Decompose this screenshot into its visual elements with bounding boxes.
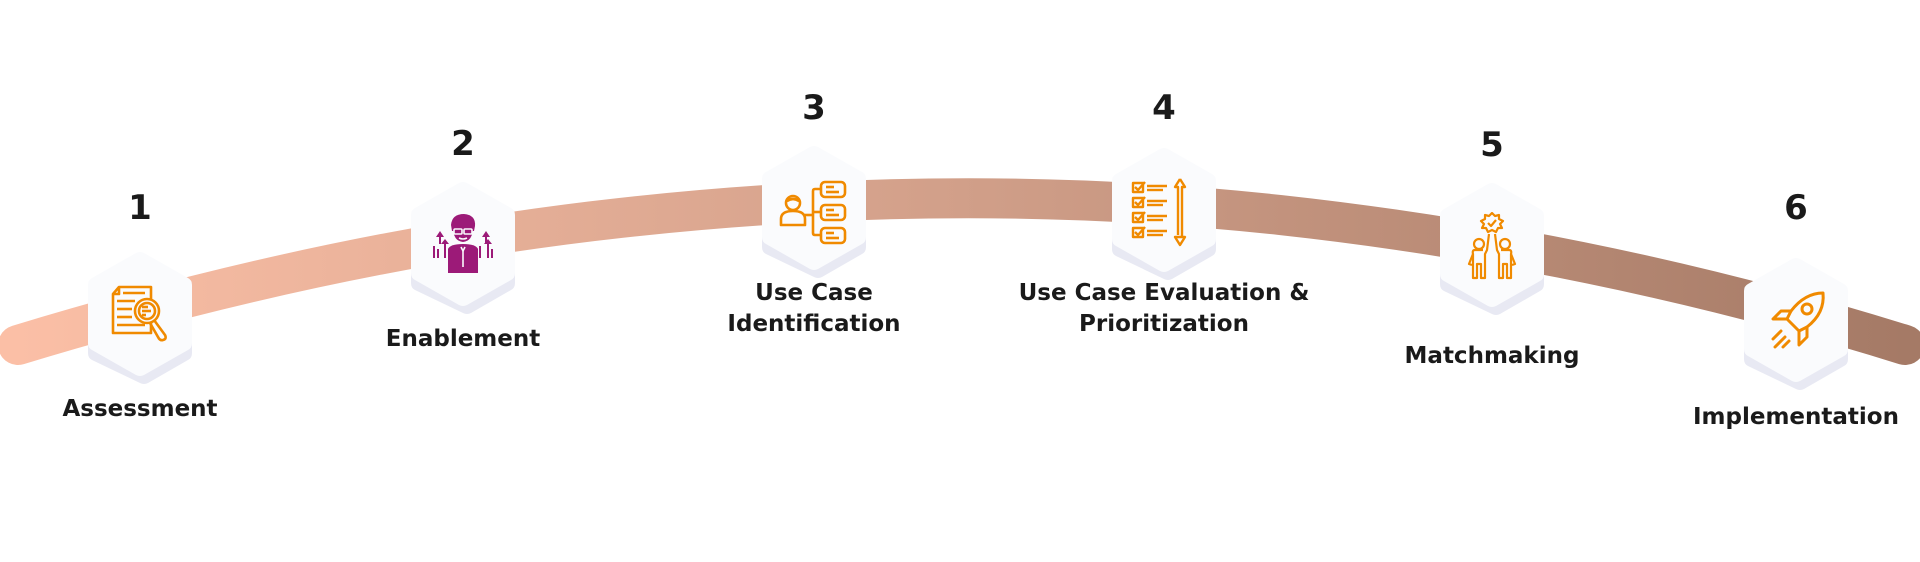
step-label: Assessment bbox=[62, 396, 218, 422]
step-label: Implementation bbox=[1693, 404, 1899, 430]
label-line: Prioritization bbox=[1079, 311, 1249, 337]
hexagon-badge bbox=[1436, 182, 1548, 315]
high-five-icon bbox=[1467, 212, 1517, 280]
hexagon-badge bbox=[1740, 257, 1852, 390]
label-line: Use Case Evaluation & bbox=[1018, 280, 1310, 306]
step-number: 3 bbox=[802, 88, 826, 128]
arc-band bbox=[0, 178, 1920, 365]
hexagon-badge bbox=[407, 181, 519, 314]
step-number: 2 bbox=[451, 124, 475, 164]
hexagon-badge bbox=[1108, 147, 1220, 280]
step-label: Enablement bbox=[385, 326, 541, 352]
growing-professional-icon bbox=[433, 214, 493, 273]
label-line: Use Case bbox=[755, 280, 873, 306]
person-hierarchy-icon bbox=[779, 180, 847, 245]
hexagon-badge bbox=[84, 251, 196, 384]
step-label: Use Case Evaluation & Prioritization bbox=[1004, 278, 1324, 340]
checklist-sort-icon bbox=[1131, 178, 1187, 247]
hexagon-badge bbox=[758, 145, 870, 278]
step-number: 5 bbox=[1480, 125, 1504, 165]
rocket-icon bbox=[1771, 291, 1825, 349]
label-line: Identification bbox=[727, 311, 901, 337]
step-number: 4 bbox=[1152, 88, 1176, 128]
step-number: 6 bbox=[1784, 188, 1808, 228]
step-number: 1 bbox=[128, 188, 152, 228]
step-label: Matchmaking bbox=[1404, 343, 1580, 369]
document-search-icon bbox=[111, 285, 167, 342]
step-label: Use Case Identification bbox=[654, 278, 974, 340]
